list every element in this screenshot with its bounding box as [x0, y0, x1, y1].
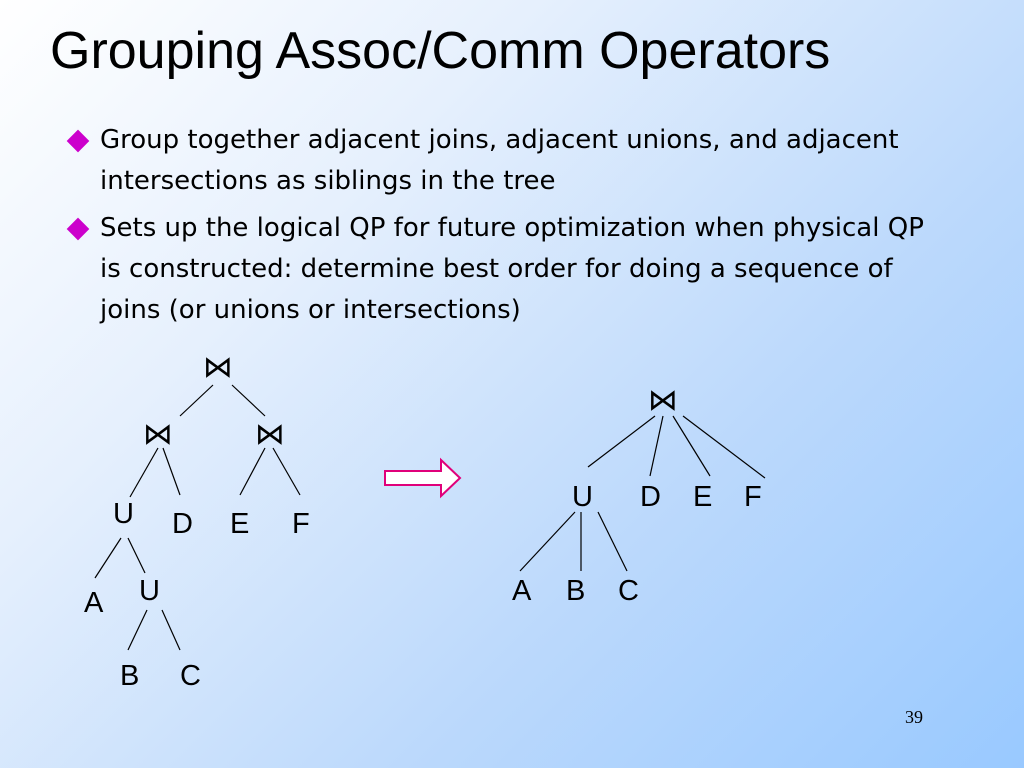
leaf-f-right: F: [744, 481, 762, 513]
edge: [649, 415, 664, 477]
edge: [179, 384, 214, 417]
join-root-left: ⋈: [203, 350, 233, 385]
edge: [129, 447, 159, 498]
page-number: 39: [905, 707, 923, 727]
edge: [672, 415, 711, 477]
bullet-text: Sets up the logical QP for future optimi…: [100, 213, 924, 325]
edge: [231, 384, 266, 417]
leaf-c-left: C: [180, 660, 201, 692]
edge: [239, 447, 266, 496]
edge: [94, 537, 122, 579]
leaf-a-right: A: [512, 575, 532, 607]
union-inner-node: U: [139, 575, 160, 607]
join-root-right: ⋈: [648, 383, 678, 418]
bullet-text: Group together adjacent joins, adjacent …: [100, 125, 899, 196]
bullet-list: Group together adjacent joins, adjacent …: [62, 120, 942, 337]
transform-arrow-icon: [384, 457, 462, 499]
leaf-b-left: B: [120, 660, 140, 692]
edge: [127, 537, 146, 574]
leaf-c-right: C: [618, 575, 639, 607]
join-right-child: ⋈: [255, 417, 285, 452]
leaf-d-right: D: [640, 481, 661, 513]
leaf-f-left: F: [292, 508, 310, 540]
edge: [127, 609, 148, 651]
slide-title: Grouping Assoc/Comm Operators: [50, 22, 831, 80]
bullet-item: Group together adjacent joins, adjacent …: [62, 120, 942, 202]
edge: [161, 609, 181, 651]
leaf-d-left: D: [172, 508, 193, 540]
edge: [587, 415, 656, 468]
edge: [519, 511, 576, 572]
bullet-item: Sets up the logical QP for future optimi…: [62, 208, 942, 331]
edge: [597, 511, 628, 572]
edge: [682, 415, 766, 479]
union-top-node: U: [113, 498, 134, 530]
edge: [162, 447, 181, 496]
leaf-b-right: B: [566, 575, 586, 607]
leaf-e-left: E: [230, 508, 250, 540]
leaf-a-left: A: [84, 587, 104, 619]
union-node-right: U: [572, 481, 593, 513]
join-left-child: ⋈: [143, 417, 173, 452]
edge: [272, 447, 301, 496]
leaf-e-right: E: [693, 481, 713, 513]
